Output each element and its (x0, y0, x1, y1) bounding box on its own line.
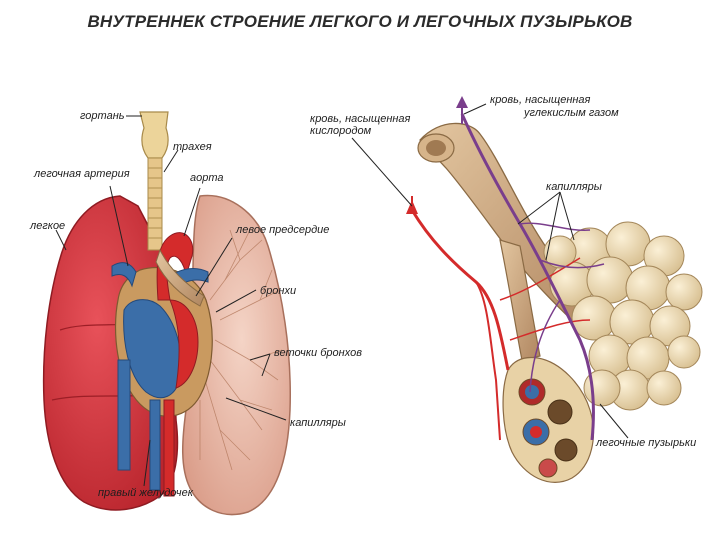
label-alveoli: легочные пузырьки (595, 437, 696, 449)
alveoli-cluster (543, 221, 703, 411)
deoxygenated-vessels (460, 108, 605, 441)
alveoli-cutaway (502, 356, 595, 483)
label-left-atrium: левое предсердие (235, 224, 329, 236)
label-oxygenated-blood-line1: кровь, насыщенная (310, 113, 411, 125)
label-co2-blood-line1: кровь, насыщенная (490, 94, 591, 106)
lungs-illustration (42, 111, 292, 516)
label-co2-blood-line2: углекислым газом (523, 107, 619, 119)
label-aorta: аорта (190, 172, 224, 184)
alveoli-illustration (406, 96, 703, 483)
larynx (139, 111, 169, 159)
arrow-oxygenated (406, 200, 418, 214)
label-pulmonary-artery: легочная артерия (33, 168, 130, 180)
right-leader-lines (351, 103, 629, 439)
left-leader-lines (55, 115, 287, 487)
label-bronchi: бронхи (260, 285, 296, 297)
label-capillaries-right: капилляры (546, 181, 602, 193)
label-oxygenated-blood-line2: кислородом (310, 125, 372, 137)
arrow-deoxygenated (456, 96, 468, 108)
page-title: ВНУТРЕННЕК СТРОЕНИЕ ЛЕГКОГО И ЛЕГОЧНЫХ П… (87, 12, 633, 31)
trachea (147, 157, 163, 251)
label-lung: легкое (29, 220, 65, 232)
label-trachea: трахея (173, 141, 212, 153)
label-capillaries-left: капилляры (290, 417, 346, 429)
label-bronchioles: веточки бронхов (274, 347, 362, 359)
label-right-ventricle: правый желудочек (98, 487, 194, 499)
heart (111, 232, 213, 497)
label-larynx: гортань (80, 110, 125, 122)
